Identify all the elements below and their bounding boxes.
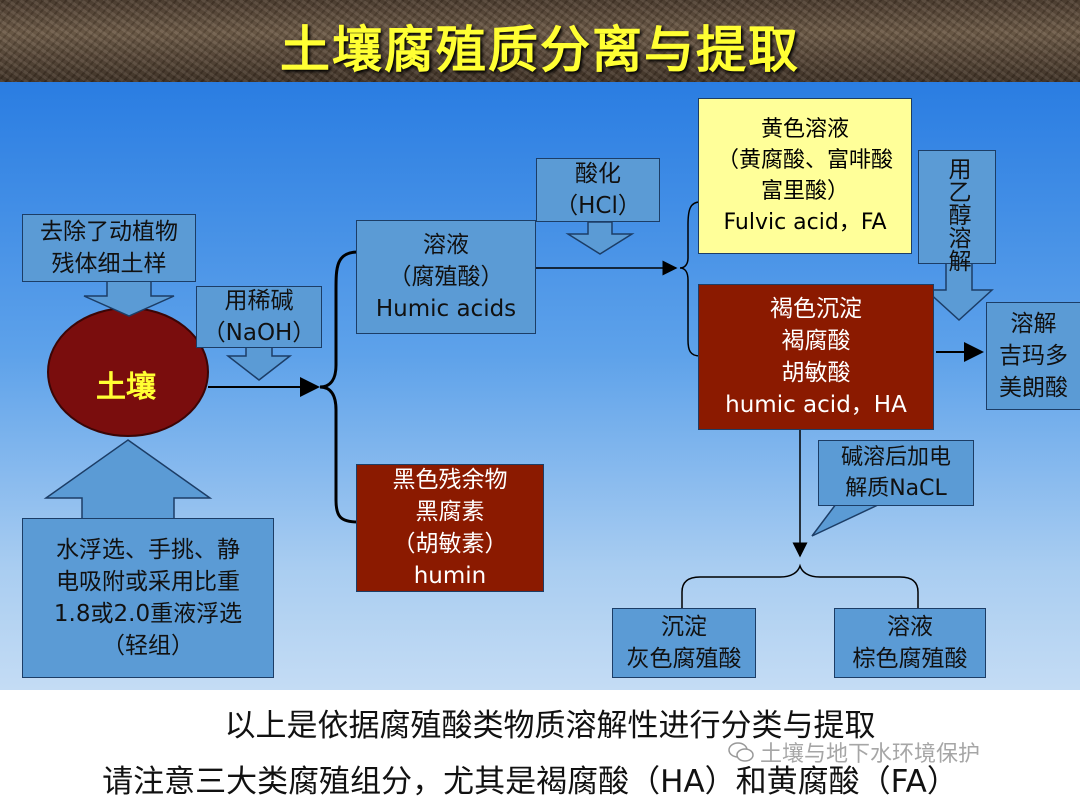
split-brace-1 xyxy=(319,250,359,524)
footer: 以上是依据腐殖酸类物质溶解性进行分类与提取 请注意三大类腐殖组分，尤其是褐腐酸（… xyxy=(0,690,1080,810)
watermark: 土壤与地下水环境保护 xyxy=(728,736,980,768)
fulvic-box: 黄色溶液（黄腐酸、富啡酸 富里酸）Fulvic acid，FA xyxy=(698,98,912,254)
footer-line-2: 请注意三大类腐殖组分，尤其是褐腐酸（HA）和黄腐酸（FA） xyxy=(102,764,958,800)
page-title: 土壤腐殖质分离与提取 xyxy=(280,21,800,79)
ethanol-down-arrow xyxy=(924,261,994,322)
watermark-text: 土壤与地下水环境保护 xyxy=(760,742,981,767)
acidify-down-arrow xyxy=(565,221,635,255)
grey-humic-box: 沉淀灰色腐殖酸 xyxy=(612,608,756,678)
title-banner: 土壤腐殖质分离与提取 xyxy=(0,0,1080,82)
brown-humic-box: 溶液棕色腐殖酸 xyxy=(834,608,986,678)
method-up-arrow xyxy=(43,439,213,521)
pretreat-box: 去除了动植物残体细土样 xyxy=(22,214,196,282)
ethanol-box: 用乙醇溶解 xyxy=(918,150,996,272)
acidify-box: 酸化（HCl） xyxy=(536,158,660,222)
alkali-down-arrow xyxy=(225,345,293,381)
footer-line-1: 以上是依据腐殖酸类物质溶解性进行分类与提取 xyxy=(224,708,876,744)
pretreat-down-arrow xyxy=(83,279,175,317)
method-box: 水浮选、手挑、静电吸附或采用比重 1.8或2.0重液浮选（轻组） xyxy=(22,518,274,678)
alkali-box: 用稀碱（NaOH） xyxy=(196,286,322,348)
nacl-box: 碱溶后加电解质NaCL xyxy=(818,440,974,506)
solution-box: 溶液（腐殖酸）Humic acids xyxy=(356,220,536,334)
soil-label: 土壤 xyxy=(96,370,156,405)
split-brace-3 xyxy=(681,563,919,608)
hymatomelanic-box: 溶解吉玛多美朗酸 xyxy=(986,302,1080,410)
wechat-icon xyxy=(728,741,754,763)
nacl-callout-pointer xyxy=(811,503,881,537)
humin-box: 黑色残余物黑腐素 （胡敏素）humin xyxy=(356,464,544,592)
split-brace-2 xyxy=(679,201,701,357)
